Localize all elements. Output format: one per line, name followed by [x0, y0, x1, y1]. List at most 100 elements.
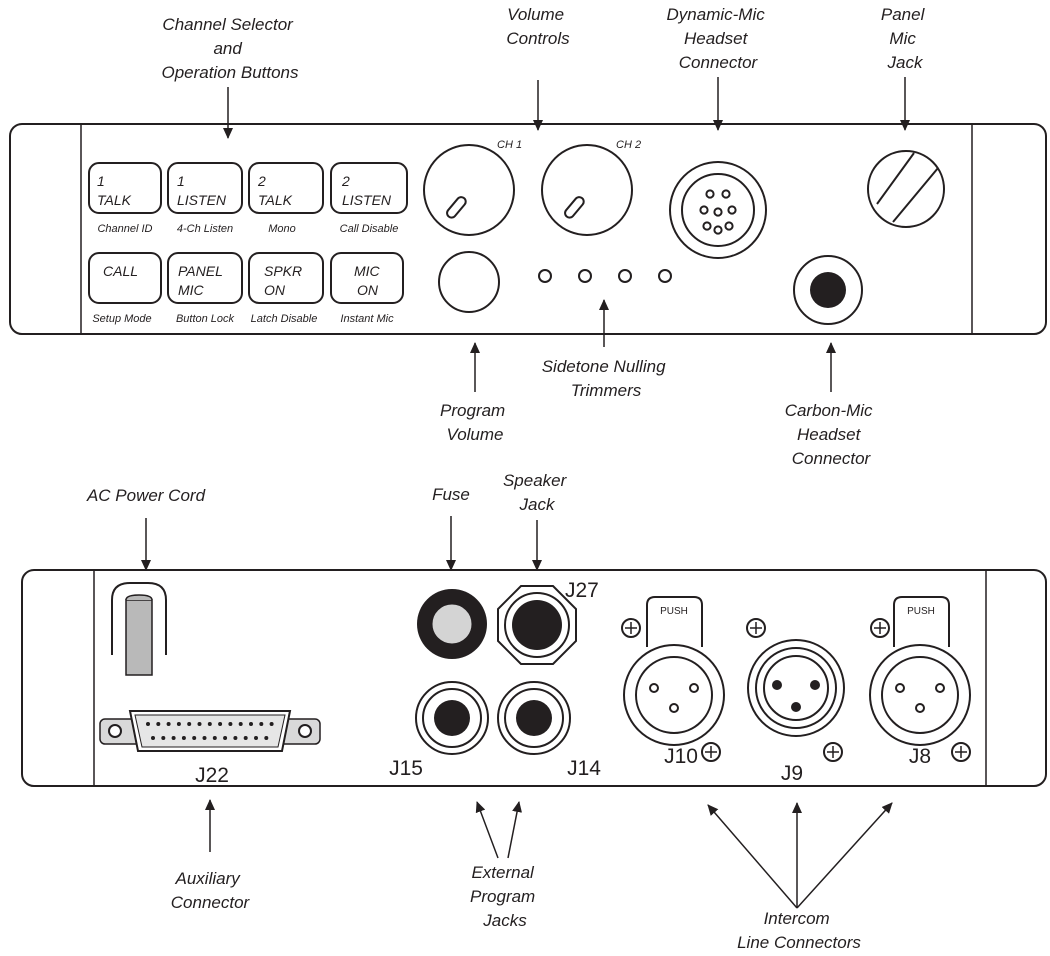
db25-pin	[212, 736, 217, 740]
db25-pin	[151, 736, 155, 740]
db25-pin	[218, 722, 223, 726]
db25-pin	[192, 736, 197, 740]
screw-icon	[823, 742, 843, 762]
svg-text:CALL: CALL	[103, 263, 138, 279]
db25-pin	[228, 722, 233, 726]
button-sub-label: Instant Mic	[340, 313, 394, 325]
program-volume-knob[interactable]	[438, 251, 500, 313]
arrow-intercom-j8	[796, 802, 893, 909]
speaker-jack-j27[interactable]	[497, 585, 577, 665]
program-jack-j15[interactable]	[415, 681, 489, 755]
db25-pin	[259, 722, 264, 726]
j8-label: J8	[909, 745, 931, 768]
callout-panel-mic-jack: Panel Mic Jack	[881, 5, 929, 72]
j22-label: J22	[195, 764, 229, 787]
push-label: PUSH	[660, 606, 688, 617]
intercom-connector-j8[interactable]: PUSH	[869, 596, 971, 762]
j10-label: J10	[664, 745, 698, 768]
db25-pin	[176, 722, 181, 726]
db25-pin	[269, 722, 274, 726]
callout-program-volume: Program Volume	[440, 401, 510, 444]
db25-pin	[254, 736, 258, 740]
db25-pin	[166, 722, 171, 726]
rear-panel: AC Power Cord Fuse Speaker Jack J22	[21, 471, 1047, 952]
button-sub-label: Mono	[268, 223, 296, 235]
db25-pin	[202, 736, 207, 740]
ch1-volume-knob[interactable]	[423, 144, 515, 236]
screw-icon	[701, 742, 721, 762]
ac-power-cord	[111, 582, 167, 676]
callout-channel-selector: Channel Selector and Operation Buttons	[161, 15, 299, 82]
db25-pin	[181, 736, 186, 740]
callout-sidetone: Sidetone Nulling Trimmers	[542, 357, 671, 400]
j15-label: J15	[389, 757, 423, 780]
callout-dynamic-mic: Dynamic-Mic Headset Connector	[667, 5, 770, 72]
db25-pin	[223, 736, 228, 740]
db25-pin	[233, 736, 238, 740]
arrow-external-program-j14	[507, 801, 522, 859]
callout-volume-controls: Volume Controls	[506, 5, 570, 48]
callout-speaker-jack: Speaker Jack	[503, 471, 571, 514]
j14-label: J14	[567, 757, 601, 780]
screw-icon	[870, 618, 890, 638]
db25-pin	[171, 736, 176, 740]
button-sub-label: 4-Ch Listen	[177, 223, 233, 235]
callout-fuse: Fuse	[432, 485, 470, 504]
j9-label: J9	[781, 762, 803, 785]
callout-ac-power: AC Power Cord	[86, 486, 206, 505]
ch2-volume-knob[interactable]	[541, 144, 633, 236]
db25-pin	[161, 736, 166, 740]
button-sub-label: Call Disable	[340, 223, 399, 235]
db25-pin	[243, 736, 248, 740]
button-call[interactable]: CALL	[88, 252, 162, 304]
db25-pin	[249, 722, 253, 726]
db25-pin	[187, 722, 192, 726]
front-panel: Channel Selector and Operation Buttons V…	[9, 5, 1047, 468]
panel-mic-jack[interactable]	[867, 150, 945, 228]
screw-icon	[621, 618, 641, 638]
auxiliary-connector-j22[interactable]	[99, 710, 321, 752]
button-sub-label: Channel ID	[97, 223, 152, 235]
db25-pin	[146, 722, 150, 726]
fuse-holder[interactable]	[417, 589, 487, 659]
button-sub-label: Latch Disable	[251, 313, 318, 325]
screw-icon	[951, 742, 971, 762]
sidetone-trimmers[interactable]	[538, 269, 672, 283]
callout-carbon-mic: Carbon-Mic Headset Connector	[785, 401, 878, 468]
button-sub-label: Setup Mode	[92, 313, 151, 325]
intercom-connector-j9[interactable]	[746, 618, 845, 762]
callout-intercom-lines: Intercom Line Connectors	[737, 909, 861, 952]
program-jack-j14[interactable]	[497, 681, 571, 755]
db25-pin	[238, 722, 243, 726]
button-sub-label: Button Lock	[176, 313, 235, 325]
db25-pin	[197, 722, 202, 726]
callout-auxiliary: Auxiliary Connector	[171, 869, 251, 912]
arrow-external-program-j15	[475, 801, 499, 859]
j27-label: J27	[565, 579, 599, 602]
callout-external-program: External Program Jacks	[470, 863, 540, 930]
screw-icon	[746, 618, 766, 638]
dynamic-mic-connector[interactable]	[669, 161, 767, 259]
db25-pin	[207, 722, 212, 726]
intercom-connector-j10[interactable]: PUSH	[621, 596, 725, 762]
carbon-mic-connector[interactable]	[793, 255, 863, 325]
ch1-label: CH 1	[497, 139, 522, 151]
db25-pin	[156, 722, 161, 726]
db25-pin	[264, 736, 269, 740]
